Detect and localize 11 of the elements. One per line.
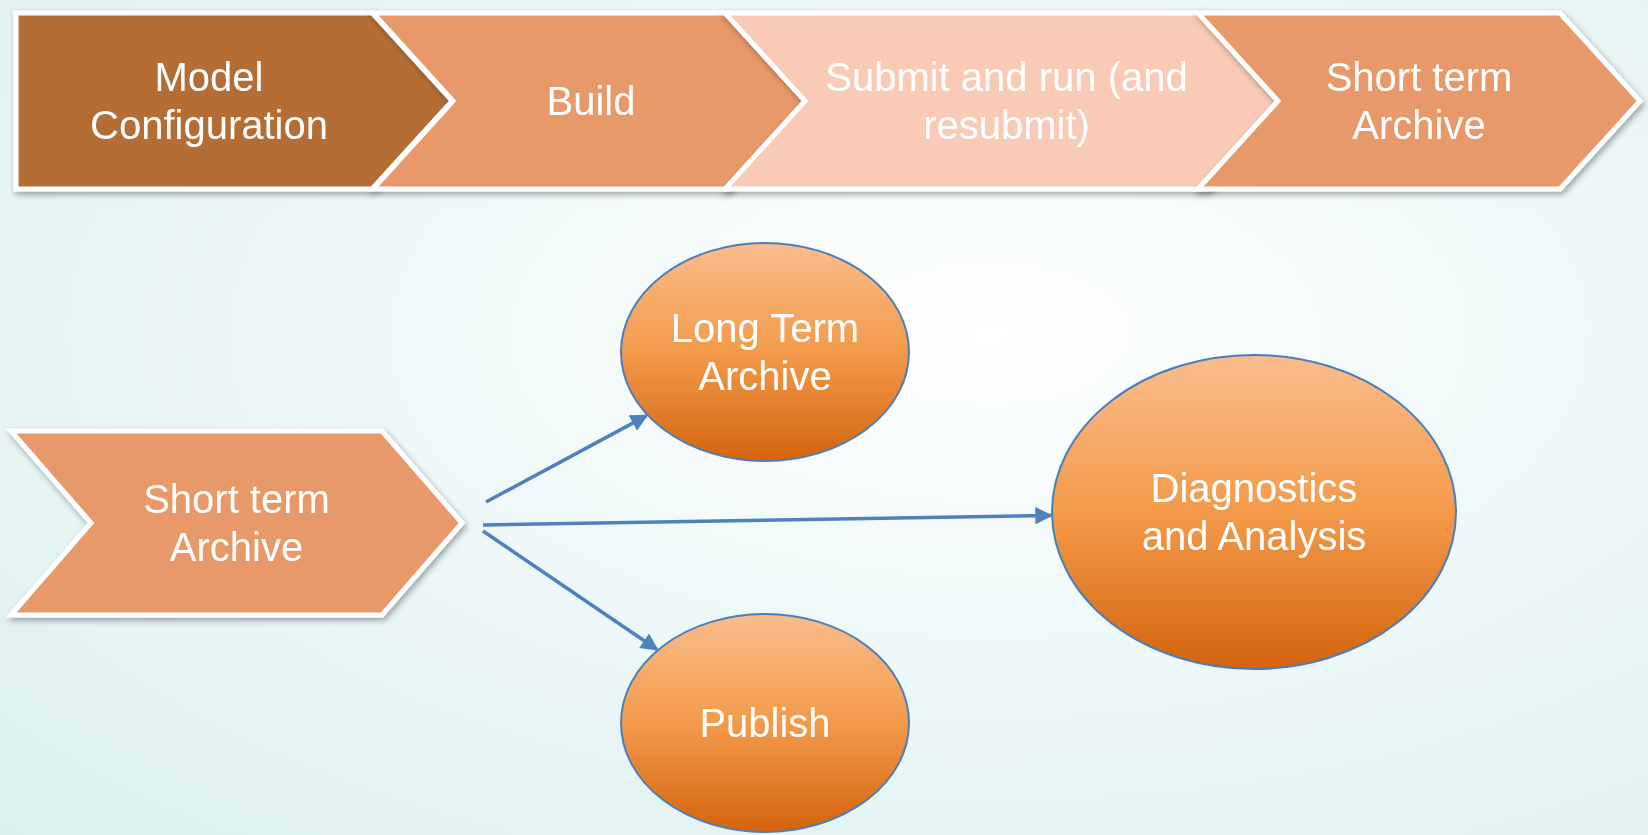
step-label: Short term Archive xyxy=(1324,54,1514,149)
step-label: Model Configuration xyxy=(89,54,329,149)
arrow xyxy=(482,529,659,651)
step-label: Build xyxy=(546,78,636,125)
step-label: Publish xyxy=(699,700,831,747)
step-label: Diagnostics and Analysis xyxy=(1140,465,1368,560)
step-label: Long Term Archive xyxy=(669,305,861,400)
arrow xyxy=(485,414,649,504)
step-label: Submit and run (and resubmit) xyxy=(824,54,1189,149)
arrow xyxy=(482,506,1053,527)
step-label: Short term Archive xyxy=(142,476,331,571)
